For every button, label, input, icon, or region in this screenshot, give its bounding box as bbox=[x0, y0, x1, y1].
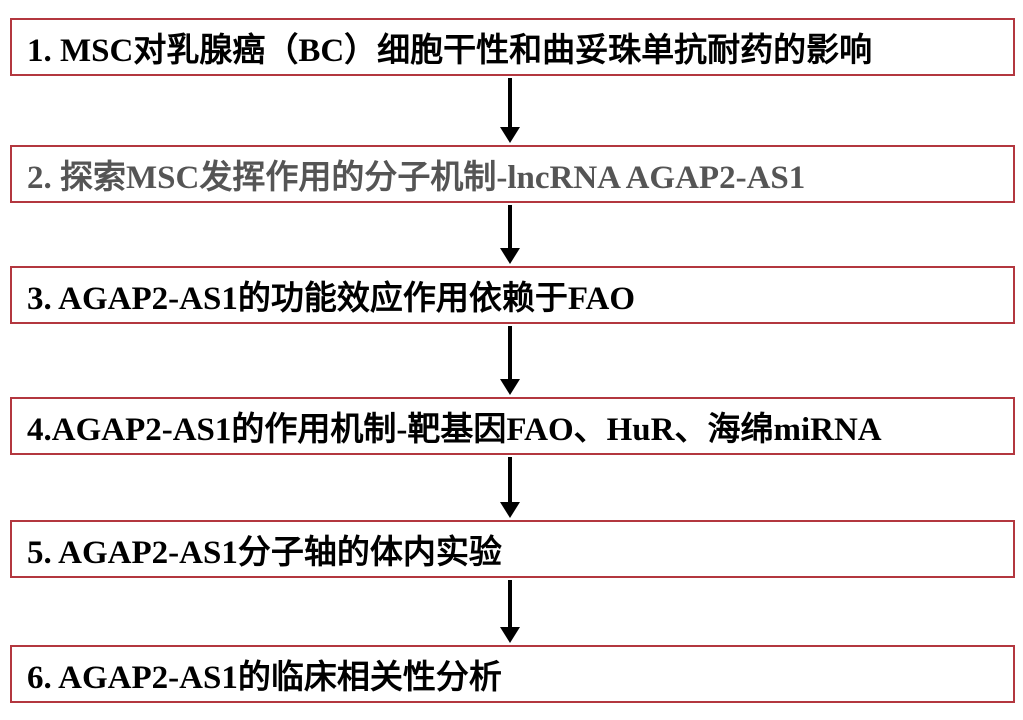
step-box-3: 3. AGAP2-AS1的功能效应作用依赖于FAO bbox=[10, 266, 1015, 324]
arrow-down-3 bbox=[500, 326, 520, 395]
step-box-6: 6. AGAP2-AS1的临床相关性分析 bbox=[10, 645, 1015, 703]
arrow-down-1 bbox=[500, 78, 520, 143]
arrow-down-4 bbox=[500, 457, 520, 518]
step-label-3: 3. AGAP2-AS1的功能效应作用依赖于FAO bbox=[27, 281, 636, 317]
step-box-2: 2. 探索MSC发挥作用的分子机制-lncRNA AGAP2-AS1 bbox=[10, 145, 1015, 203]
arrow-down-2 bbox=[500, 205, 520, 264]
step-box-5: 5. AGAP2-AS1分子轴的体内实验 bbox=[10, 520, 1015, 578]
step-label-2: 2. 探索MSC发挥作用的分子机制-lncRNA AGAP2-AS1 bbox=[27, 160, 806, 196]
step-box-1: 1. MSC对乳腺癌（BC）细胞干性和曲妥珠单抗耐药的影响 bbox=[10, 18, 1015, 76]
step-box-4: 4.AGAP2-AS1的作用机制-靶基因FAO、HuR、海绵miRNA bbox=[10, 397, 1015, 455]
step-label-1: 1. MSC对乳腺癌（BC）细胞干性和曲妥珠单抗耐药的影响 bbox=[27, 33, 873, 69]
arrow-down-5 bbox=[500, 580, 520, 643]
step-label-5: 5. AGAP2-AS1分子轴的体内实验 bbox=[27, 535, 502, 571]
step-label-4: 4.AGAP2-AS1的作用机制-靶基因FAO、HuR、海绵miRNA bbox=[27, 412, 882, 448]
step-label-6: 6. AGAP2-AS1的临床相关性分析 bbox=[27, 660, 502, 696]
